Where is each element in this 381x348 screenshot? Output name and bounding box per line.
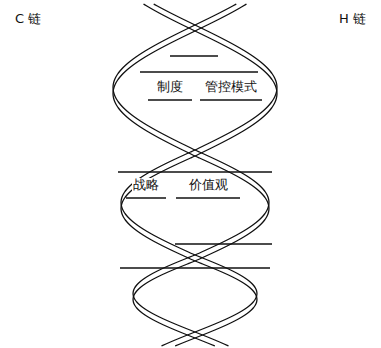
element-label: 管控模式	[204, 80, 258, 94]
chain-label: C 链	[14, 12, 42, 26]
helix-rung	[200, 99, 262, 100]
element-label: 制度	[156, 80, 184, 94]
helix-rung	[175, 243, 272, 244]
helix-strand	[121, 4, 277, 346]
chain-label: H 链	[338, 12, 367, 26]
element-label: 战略	[132, 178, 160, 192]
helix-strand	[113, 4, 269, 346]
helix-rung	[126, 197, 166, 198]
helix-rung	[118, 171, 272, 172]
helix-rung	[140, 71, 258, 72]
helix-rung	[176, 197, 240, 198]
helix-rung	[170, 55, 218, 56]
helix-strand	[121, 4, 277, 346]
helix-strand	[113, 4, 269, 346]
helix-rung	[148, 99, 192, 100]
helix-rung	[120, 267, 270, 268]
element-label: 价值观	[188, 178, 229, 192]
